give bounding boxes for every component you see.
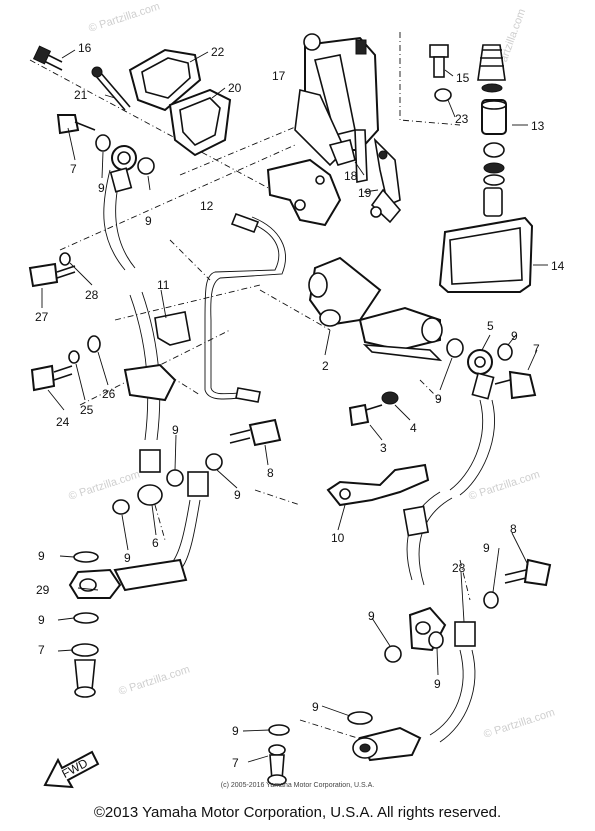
callout-7-right: 7 [533, 342, 540, 356]
parts-15-23 [429, 44, 452, 102]
construction-lines [29, 32, 471, 746]
callout-7-left: 7 [38, 643, 45, 657]
diagram-copyright: (c) 2005-2016 Yamaha Motor Corporation, … [220, 782, 375, 789]
callout-9-top-mid: 9 [145, 214, 152, 228]
callout-27: 27 [35, 310, 49, 324]
callout-15: 15 [456, 71, 470, 85]
callout-16: 16 [78, 41, 92, 55]
callout-9-right-bottom-a: 9 [368, 609, 375, 623]
washers [59, 134, 513, 736]
callout-8-right: 8 [510, 522, 517, 536]
leader-lines [41, 49, 538, 763]
callout-12: 12 [200, 199, 214, 213]
callout-24: 24 [56, 415, 70, 429]
brake-joint [308, 256, 443, 362]
brake-pipe [204, 212, 286, 403]
footer-copyright: ©2013 Yamaha Motor Corporation, U.S.A. A… [93, 804, 502, 821]
callout-9-top-left: 9 [98, 181, 105, 195]
callout-7-top: 7 [70, 162, 77, 176]
callout-10: 10 [331, 531, 345, 545]
callout-9-bottom-center: 9 [312, 700, 319, 714]
watermark-mid-right: © Partzilla.com [467, 469, 541, 503]
callout-9-bottom-left: 9 [232, 724, 239, 738]
bolts [28, 114, 552, 786]
callout-29: 29 [36, 583, 50, 597]
callout-19: 19 [358, 186, 372, 200]
callout-4: 4 [410, 421, 417, 435]
callout-9-right-lower: 9 [483, 541, 490, 555]
callout-22: 22 [211, 45, 225, 59]
callout-6: 6 [152, 536, 159, 550]
callout-9-right-bottom-b: 9 [434, 677, 441, 691]
callout-9-center-top: 9 [172, 423, 179, 437]
watermark-bottom-left: © Partzilla.com [117, 664, 191, 698]
reservoir-cap [128, 48, 232, 157]
callout-28-left: 28 [85, 288, 99, 302]
boot [438, 216, 548, 293]
watermark-top: © Partzilla.com [87, 1, 161, 35]
callout-23: 23 [455, 112, 469, 126]
parts-diagram: © Partzilla.com © Partzilla.com © Partzi… [28, 1, 565, 789]
callout-17: 17 [272, 69, 286, 83]
callout-11: 11 [157, 278, 170, 292]
callout-14: 14 [551, 259, 565, 273]
callout-26: 26 [102, 387, 116, 401]
callout-9-left-lower: 9 [38, 549, 45, 563]
callout-2: 2 [322, 359, 329, 373]
watermark-bottom-right: © Partzilla.com [482, 707, 556, 741]
callout-9-right-top: 9 [511, 329, 518, 343]
brake-hose-right [352, 349, 495, 762]
callout-9-center: 9 [234, 488, 241, 502]
callout-9-right-mid: 9 [435, 392, 442, 406]
callout-25: 25 [80, 403, 94, 417]
callout-7-bottom: 7 [232, 756, 239, 770]
callout-5: 5 [487, 319, 494, 333]
callout-20: 20 [228, 81, 242, 95]
piston-kit [477, 44, 528, 217]
screws-16-21 [32, 45, 131, 111]
hose-bracket-right [326, 463, 430, 507]
watermark-left: © Partzilla.com [67, 469, 141, 503]
callout-21: 21 [74, 88, 88, 102]
callout-28-right: 28 [452, 561, 466, 575]
callout-9-left-mid: 9 [124, 551, 131, 565]
callout-labels: 16 22 17 15 20 21 23 13 7 9 18 19 12 9 1… [35, 41, 565, 770]
master-cylinder [294, 33, 402, 224]
callout-8-center: 8 [267, 466, 274, 480]
callout-13: 13 [531, 119, 545, 133]
callout-9-left-bottom: 9 [38, 613, 45, 627]
callout-18: 18 [344, 169, 358, 183]
callout-3: 3 [380, 441, 387, 455]
brake-hose-left [68, 145, 209, 599]
